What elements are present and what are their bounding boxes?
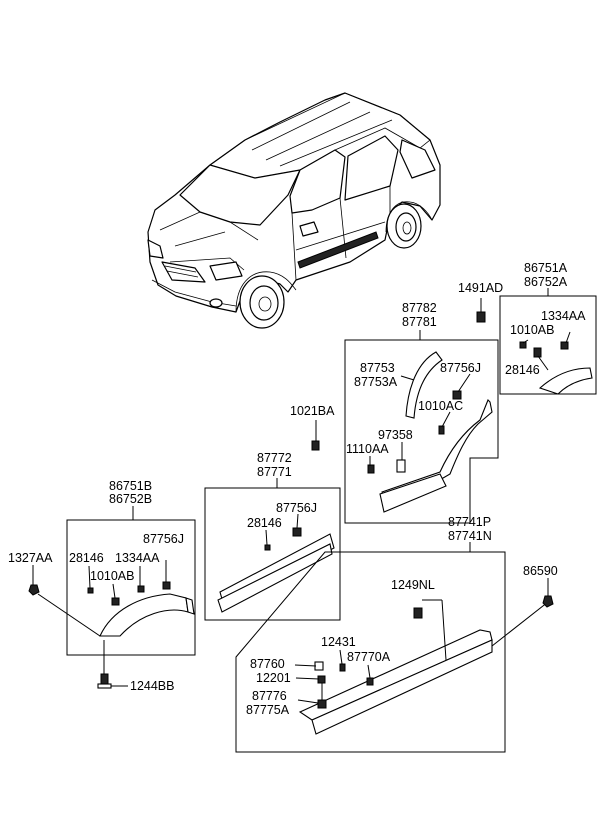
label-1244BB: 1244BB xyxy=(130,679,174,693)
leader-lines xyxy=(88,339,549,704)
label-1021BA: 1021BA xyxy=(290,404,335,418)
group-rear-wheel-arch-moulding xyxy=(499,288,597,395)
label-86752B: 86752B xyxy=(109,492,152,506)
group-frame-87772 xyxy=(204,487,341,621)
fastener-87756J-l xyxy=(162,581,171,590)
screw-1249NL xyxy=(413,607,423,619)
label-1010AC: 1010AC xyxy=(418,399,463,413)
fastener-28146-l xyxy=(87,587,94,594)
label-86752A: 86752A xyxy=(524,275,568,289)
fastener-1110AA xyxy=(367,464,375,474)
clip-87770A xyxy=(366,677,374,686)
label-28146-left: 28146 xyxy=(69,551,104,565)
label-1491AD: 1491AD xyxy=(458,281,503,295)
fastener-87756J-m xyxy=(292,527,302,537)
label-1334AA-right: 1334AA xyxy=(541,309,586,323)
arch-trim-87753 xyxy=(405,351,443,419)
label-12431: 12431 xyxy=(321,635,356,649)
wheel-arch-moulding-rear xyxy=(538,367,593,395)
group-front-wheel-arch-moulding xyxy=(66,506,196,656)
group-front-door-moulding xyxy=(204,478,341,621)
fastener-1491AD xyxy=(476,311,486,323)
fastener-1010AB-r xyxy=(519,341,527,349)
group-side-sill-moulding xyxy=(235,542,549,753)
clip-87776 xyxy=(317,699,327,709)
fastener-1010AC xyxy=(438,425,445,435)
group-rear-door-moulding xyxy=(344,330,499,524)
label-87756J-left: 87756J xyxy=(143,532,184,546)
group-frame-86751B xyxy=(66,519,196,656)
label-86751A: 86751A xyxy=(524,261,568,275)
label-87776: 87776 xyxy=(252,689,287,703)
label-1327AA: 1327AA xyxy=(8,551,53,565)
clip-87760 xyxy=(314,661,324,671)
label-1110AA: 1110AA xyxy=(346,442,389,456)
label-28146-right: 28146 xyxy=(505,363,540,377)
fastener-1010AB-l xyxy=(111,597,120,606)
part-number-labels: 86751A 86752A 1491AD 1010AB 1334AA 28146… xyxy=(8,261,586,717)
label-86751B: 86751B xyxy=(109,479,152,493)
label-28146-middle: 28146 xyxy=(247,516,282,530)
fastener-1334AA-l xyxy=(137,585,145,593)
label-87753A: 87753A xyxy=(354,375,398,389)
fastener-1327AA xyxy=(28,584,40,596)
label-1010AB-right: 1010AB xyxy=(510,323,554,337)
bolt-1244BB xyxy=(97,640,128,689)
label-97358: 97358 xyxy=(378,428,413,442)
fastener-86590 xyxy=(542,595,554,608)
label-87756J-middle: 87756J xyxy=(276,501,317,515)
label-87775A: 87775A xyxy=(246,703,290,717)
clip-97358 xyxy=(396,459,406,473)
fastener-28146-m xyxy=(264,544,271,551)
label-1249NL: 1249NL xyxy=(391,578,435,592)
label-1010AB-left: 1010AB xyxy=(90,569,134,583)
fastener-1334AA-r xyxy=(560,341,569,350)
label-87772: 87772 xyxy=(257,451,292,465)
label-87753: 87753 xyxy=(360,361,395,375)
label-87771: 87771 xyxy=(257,465,292,479)
screw-12201 xyxy=(317,675,326,684)
fastener-28146-r xyxy=(533,347,542,358)
side-sill-moulding xyxy=(298,629,493,721)
label-87770A: 87770A xyxy=(347,650,391,664)
label-87741N: 87741N xyxy=(448,529,492,543)
label-87782: 87782 xyxy=(402,301,437,315)
group-frame-87741P xyxy=(235,551,506,753)
fastener-1021BA xyxy=(311,440,320,451)
vehicle-illustration xyxy=(147,92,441,329)
label-87741P: 87741P xyxy=(448,515,491,529)
label-86590: 86590 xyxy=(523,564,558,578)
fastener-87756J-r xyxy=(452,390,462,400)
group-frame-87782 xyxy=(344,339,499,524)
label-87781: 87781 xyxy=(402,315,437,329)
label-87756J-right: 87756J xyxy=(440,361,481,375)
label-1334AA-left: 1334AA xyxy=(115,551,160,565)
label-87760: 87760 xyxy=(250,657,285,671)
fastener-12431 xyxy=(339,663,346,672)
label-12201: 12201 xyxy=(256,671,291,685)
